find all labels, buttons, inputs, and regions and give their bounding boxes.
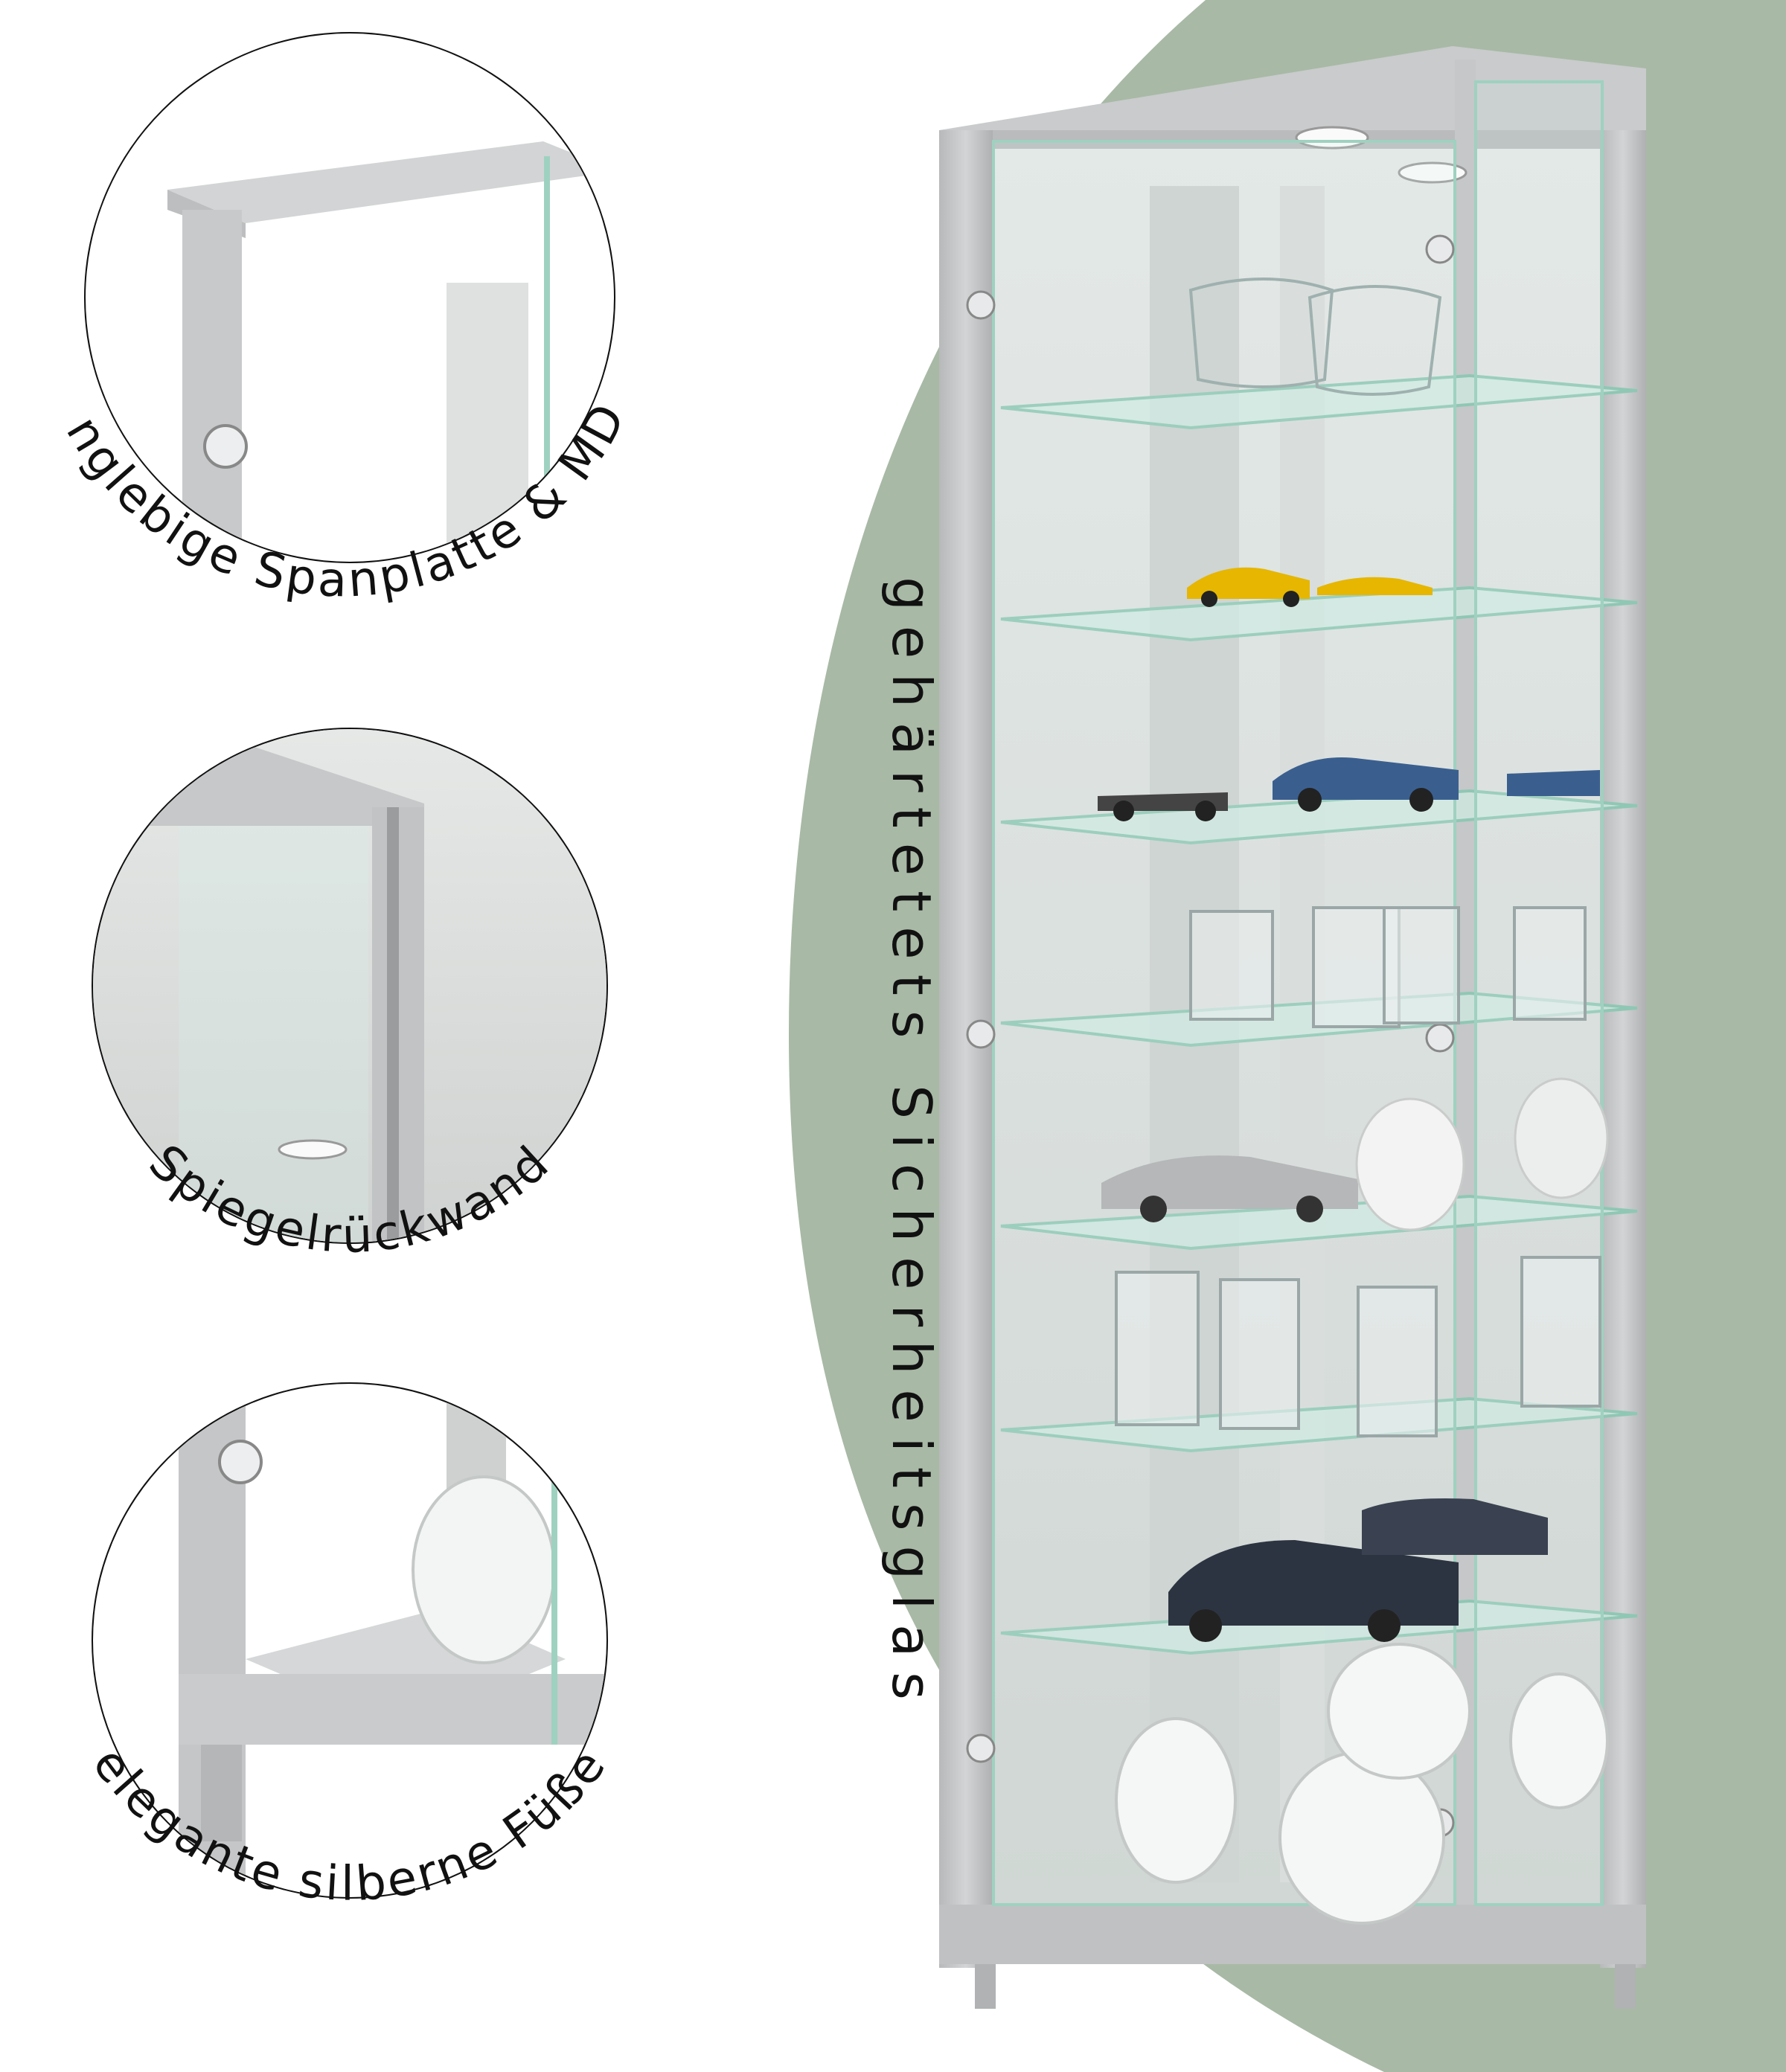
silver-car-and-pumpkins — [1101, 1077, 1609, 1231]
model-cars-shelf-3 — [1098, 757, 1600, 821]
glasses-shelf-4 — [1189, 906, 1587, 1028]
glass-bowls — [1188, 278, 1442, 396]
cabinet-right-post — [1600, 130, 1646, 1968]
cabinet-base — [939, 1905, 1646, 1964]
label-sicherheitsglas: gehärtetets Sicherheitsglas — [880, 577, 943, 1715]
display-cabinet — [939, 46, 1646, 2009]
detail-circle-top: langlebige Spanplatte & MDF — [0, 0, 635, 609]
glasses-shelf-6 — [1115, 1256, 1601, 1437]
door-knobs — [966, 234, 1455, 1838]
detail-circle-middle: Spiegelrückwand — [92, 728, 608, 1264]
detail-circle-bottom: elegante silberne Füße — [81, 1382, 615, 1912]
cabinet-foot-left — [975, 1964, 996, 2009]
dark-cars-shelf-7 — [1168, 1498, 1548, 1642]
model-cars-shelf-2 — [1187, 567, 1433, 607]
white-vases — [1115, 1643, 1609, 1925]
cabinet-left-post — [939, 130, 993, 1968]
cabinet-foot-right — [1615, 1964, 1636, 2009]
